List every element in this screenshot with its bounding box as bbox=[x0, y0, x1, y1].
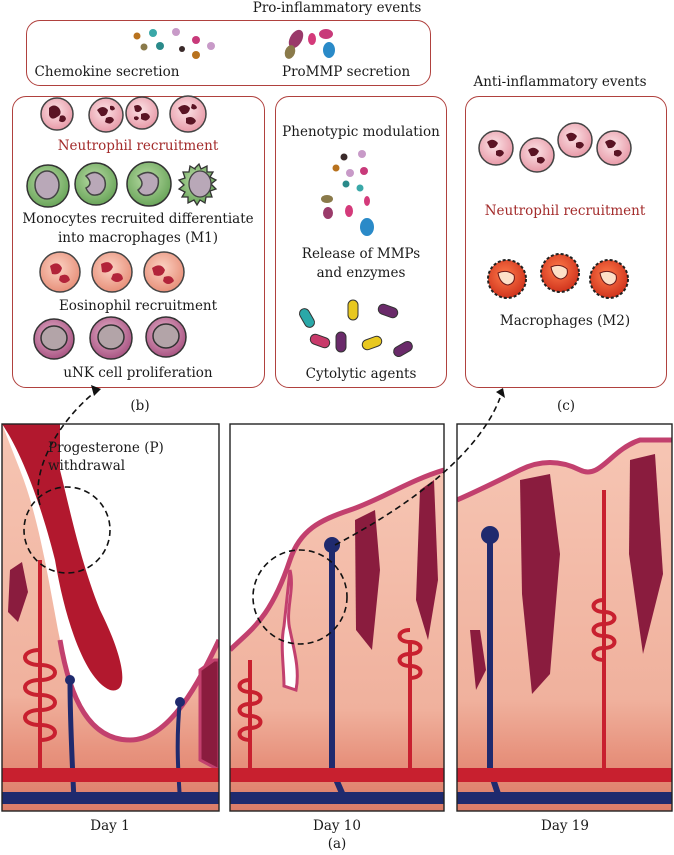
day10-tissue bbox=[230, 467, 444, 811]
chemokine-dot bbox=[207, 42, 215, 50]
unk-proliferation-label: uNK cell proliferation bbox=[63, 365, 213, 381]
macrophage-m2-cell bbox=[487, 259, 527, 299]
chemokine-dot bbox=[156, 42, 164, 50]
prommp-blob bbox=[319, 29, 333, 39]
panel-mid-box bbox=[275, 96, 447, 388]
eosinophil-cell bbox=[143, 251, 185, 293]
mmp-blob bbox=[345, 205, 353, 217]
day1-frame bbox=[1, 423, 220, 812]
arrow-to-panel-c bbox=[334, 397, 501, 546]
day19-label: Day 19 bbox=[541, 818, 589, 834]
macrophage-m2-cell bbox=[540, 253, 580, 293]
chemokine-dot bbox=[140, 43, 148, 51]
chemokine-dot bbox=[133, 32, 141, 40]
cytolytic-capsule bbox=[347, 299, 359, 321]
monocyte-cell bbox=[74, 162, 118, 206]
neutrophil-cell bbox=[88, 97, 124, 133]
unk-cell bbox=[145, 316, 187, 358]
neutrophil-recruitment-label-b: Neutrophil recruitment bbox=[57, 138, 219, 154]
day1-label: Day 1 bbox=[90, 818, 130, 834]
chemokine-dot bbox=[149, 29, 157, 37]
mmp-blob bbox=[364, 196, 370, 206]
mmp-blob bbox=[321, 195, 333, 203]
arrow-to-panel-b bbox=[37, 391, 96, 506]
panel-b-box bbox=[12, 96, 265, 388]
monocyte-cell bbox=[26, 164, 70, 208]
neutrophil-cell bbox=[125, 96, 159, 130]
prommp-blob bbox=[288, 29, 304, 49]
prommp-blob bbox=[284, 45, 296, 59]
monocyte-label-line2: into macrophages (M1) bbox=[57, 230, 219, 246]
progesterone-annotation-line1: Progesterone (P) bbox=[48, 440, 164, 456]
monocyte-cell bbox=[126, 161, 172, 207]
cytolytic-agents-label: Cytolytic agents bbox=[305, 366, 417, 382]
eosinophil-recruitment-label: Eosinophil recruitment bbox=[58, 298, 218, 314]
eosinophil-cell bbox=[39, 251, 81, 293]
anti-inflammatory-title: Anti-inflammatory events bbox=[473, 74, 647, 90]
mmp-dot bbox=[358, 150, 366, 158]
neutrophil-cell bbox=[478, 130, 514, 166]
cytolytic-capsule bbox=[299, 308, 315, 328]
day19-tissue bbox=[457, 437, 672, 811]
cytolytic-capsule bbox=[377, 303, 399, 319]
day10-highlight-circle bbox=[252, 549, 348, 645]
mmp-dot bbox=[356, 184, 364, 192]
prommp-secretion-label: ProMMP secretion bbox=[282, 64, 411, 80]
cytolytic-capsule bbox=[335, 331, 347, 353]
mmp-dot bbox=[332, 164, 340, 172]
neutrophil-cell bbox=[40, 97, 74, 131]
neutrophil-cell bbox=[596, 130, 632, 166]
neutrophil-cell bbox=[169, 95, 207, 133]
mmp-blob bbox=[360, 218, 374, 236]
cytolytic-capsule bbox=[393, 341, 413, 357]
release-mmps-line2: and enzymes bbox=[316, 265, 406, 281]
phenotypic-modulation-label: Phenotypic modulation bbox=[282, 124, 440, 140]
panel-b-label: (b) bbox=[130, 398, 150, 414]
arrow-to-panel-c-head bbox=[496, 388, 505, 398]
panel-c-label: (c) bbox=[556, 398, 576, 414]
withdrawal-highlight-circle bbox=[23, 486, 111, 574]
day19-frame bbox=[456, 423, 673, 812]
mmp-dot bbox=[340, 153, 348, 161]
unk-cell bbox=[89, 316, 133, 360]
day10-label: Day 10 bbox=[313, 818, 361, 834]
macrophage-m2-label: Macrophages (M2) bbox=[499, 313, 631, 329]
day10-frame bbox=[229, 423, 445, 812]
release-mmps-line1: Release of MMPs bbox=[301, 246, 421, 262]
neutrophil-cell bbox=[519, 137, 555, 173]
chemokine-dot bbox=[172, 28, 180, 36]
prommp-blob bbox=[323, 42, 335, 58]
macrophage-m2-cell bbox=[589, 259, 629, 299]
mmp-dot bbox=[360, 167, 368, 175]
prommp-blob bbox=[308, 33, 316, 45]
pro-inflammatory-title: Pro-inflammatory events bbox=[252, 0, 422, 16]
macrophage-m1-cell bbox=[177, 162, 218, 207]
mmp-dot bbox=[342, 180, 350, 188]
progesterone-annotation-line2: withdrawal bbox=[48, 458, 126, 474]
chemokine-dot bbox=[192, 36, 200, 44]
cytolytic-capsule bbox=[361, 335, 383, 351]
neutrophil-cell bbox=[557, 122, 593, 158]
panel-a-label: (a) bbox=[327, 836, 347, 852]
arrow-to-panel-b-head bbox=[91, 385, 101, 396]
eosinophil-cell bbox=[91, 251, 133, 293]
mmp-blob bbox=[323, 207, 333, 219]
secretion-box bbox=[26, 20, 431, 86]
chemokine-dot bbox=[192, 51, 200, 59]
cytolytic-capsule bbox=[309, 333, 331, 349]
unk-cell bbox=[33, 318, 75, 360]
neutrophil-recruitment-label-c: Neutrophil recruitment bbox=[484, 203, 646, 219]
day1-tissue bbox=[2, 424, 219, 811]
chemokine-dot bbox=[179, 46, 185, 52]
chemokine-secretion-label: Chemokine secretion bbox=[34, 64, 180, 80]
mmp-dot bbox=[346, 169, 354, 177]
monocyte-label-line1: Monocytes recruited differentiate bbox=[22, 211, 254, 227]
